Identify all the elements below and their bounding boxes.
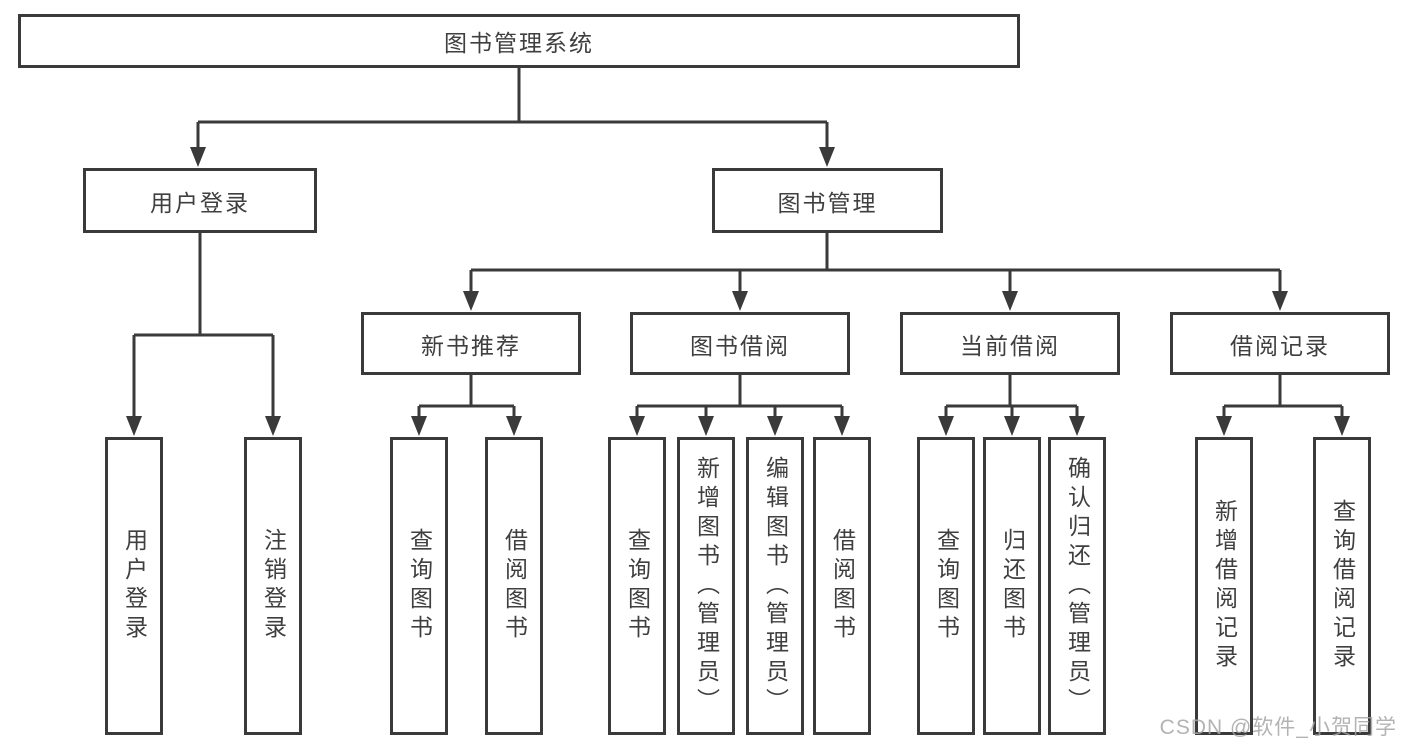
- leaf-user-login-label: 用户登录: [121, 528, 148, 644]
- leaf-return-book: 归还图书: [983, 437, 1041, 735]
- arrowhead-icon: [126, 416, 142, 436]
- node-new-book-recommend-label: 新书推荐: [421, 332, 521, 359]
- node-user-login: 用户登录: [83, 168, 317, 233]
- arrowhead-icon: [767, 416, 783, 436]
- leaf-edit-book-admin-label: 编辑图书（管理员）: [762, 455, 789, 717]
- leaf-logout: 注销登录: [244, 437, 302, 735]
- leaf-confirm-return-admin: 确认归还（管理员）: [1048, 437, 1106, 735]
- node-current-borrow: 当前借阅: [900, 312, 1120, 375]
- leaf-borrow-books-2-label: 借阅图书: [829, 528, 856, 644]
- leaf-query-books-2-label: 查询图书: [624, 528, 651, 644]
- leaf-confirm-return-admin-label: 确认归还（管理员）: [1064, 455, 1091, 717]
- leaf-query-books-3: 查询图书: [917, 437, 975, 735]
- arrowhead-icon: [506, 416, 522, 436]
- node-user-login-label: 用户登录: [150, 189, 250, 216]
- arrowhead-icon: [1004, 416, 1020, 436]
- leaf-borrow-books-1-label: 借阅图书: [501, 528, 528, 644]
- leaf-return-book-label: 归还图书: [999, 528, 1026, 644]
- node-book-borrow-label: 图书借阅: [690, 332, 790, 359]
- leaf-query-books-1: 查询图书: [390, 437, 448, 735]
- leaf-logout-label: 注销登录: [260, 528, 287, 644]
- node-borrow-records: 借阅记录: [1170, 312, 1390, 375]
- leaf-query-books-2: 查询图书: [608, 437, 666, 735]
- leaf-query-borrow-record: 查询借阅记录: [1313, 437, 1371, 735]
- node-book-management: 图书管理: [712, 168, 943, 233]
- arrowhead-icon: [265, 416, 281, 436]
- leaf-query-books-3-label: 查询图书: [933, 528, 960, 644]
- node-current-borrow-label: 当前借阅: [960, 332, 1060, 359]
- node-book-borrow: 图书借阅: [630, 312, 850, 375]
- arrowhead-icon: [411, 416, 427, 436]
- node-borrow-records-label: 借阅记录: [1230, 332, 1330, 359]
- arrowhead-icon: [1002, 291, 1018, 311]
- arrowhead-icon: [629, 416, 645, 436]
- leaf-query-books-1-label: 查询图书: [406, 528, 433, 644]
- arrowhead-icon: [1069, 416, 1085, 436]
- node-root-label: 图书管理系统: [444, 30, 594, 56]
- leaf-add-borrow-record: 新增借阅记录: [1195, 437, 1253, 735]
- leaf-borrow-books-1: 借阅图书: [485, 437, 543, 735]
- arrowhead-icon: [938, 416, 954, 436]
- arrowhead-icon: [1334, 416, 1350, 436]
- leaf-query-borrow-record-label: 查询借阅记录: [1329, 499, 1356, 673]
- leaf-edit-book-admin: 编辑图书（管理员）: [746, 437, 804, 735]
- node-new-book-recommend: 新书推荐: [361, 312, 581, 375]
- arrowhead-icon: [698, 416, 714, 436]
- arrowhead-icon: [190, 147, 206, 167]
- arrowhead-icon: [1216, 416, 1232, 436]
- leaf-user-login: 用户登录: [105, 437, 163, 735]
- arrowhead-icon: [819, 147, 835, 167]
- csdn-watermark: CSDN @软件_小贺同学: [1159, 716, 1397, 739]
- node-book-management-label: 图书管理: [777, 189, 878, 216]
- leaf-add-book-admin-label: 新增图书（管理员）: [693, 455, 720, 717]
- node-root: 图书管理系统: [18, 14, 1020, 68]
- leaf-borrow-books-2: 借阅图书: [813, 437, 871, 735]
- arrowhead-icon: [732, 291, 748, 311]
- leaf-add-book-admin: 新增图书（管理员）: [677, 437, 735, 735]
- arrowhead-icon: [463, 291, 479, 311]
- arrowhead-icon: [1272, 291, 1288, 311]
- leaf-add-borrow-record-label: 新增借阅记录: [1211, 499, 1238, 673]
- arrowhead-icon: [834, 416, 850, 436]
